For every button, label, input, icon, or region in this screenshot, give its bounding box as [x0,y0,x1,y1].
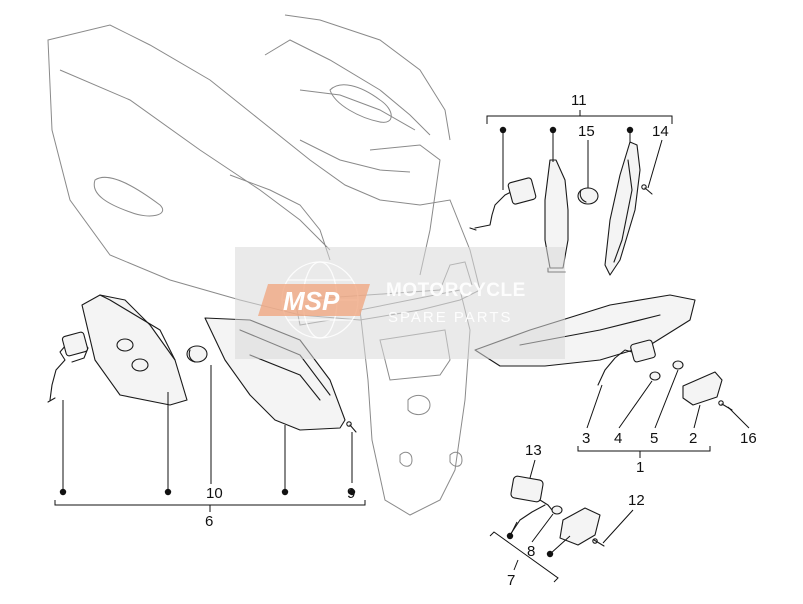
callout-7: 7 [507,572,515,589]
screw-9 [346,421,357,433]
rear-light-lens [604,141,641,276]
screw-14 [641,184,653,195]
callout-labels: 1 2 3 4 5 6 7 8 9 10 11 12 13 14 15 16 [205,92,757,589]
leader-dots [59,126,634,558]
rear-light-wiring [469,177,537,231]
callout-12: 12 [628,492,645,509]
leader-lines [54,110,750,583]
watermark-logo-text: MSP [283,286,340,316]
callout-3: 3 [582,430,590,447]
watermark: MSP MOTORCYCLE SPARE PARTS [235,247,565,359]
license-plate-light-bracket [81,294,188,406]
side-marker-socket [510,475,553,511]
turn-signal-lens [682,371,723,406]
screw-12 [592,538,605,547]
callout-14: 14 [652,123,669,140]
callout-2: 2 [689,430,697,447]
side-marker-lens [559,507,601,546]
bulb-4 [649,371,661,381]
msp-logo: MSP [258,284,370,316]
bulb-10 [186,345,208,363]
callout-5: 5 [650,430,658,447]
bulb-15 [577,187,599,205]
callout-8: 8 [527,543,535,560]
turn-signal-wiring [597,339,656,386]
callout-15: 15 [578,123,595,140]
watermark-subtitle: SPARE PARTS [388,309,513,326]
callout-1: 1 [636,459,644,476]
license-plate-light-wiring [47,331,89,403]
watermark-title: MOTORCYCLE [386,280,526,301]
side-marker-wire [509,504,546,536]
callout-13: 13 [525,442,542,459]
callout-6: 6 [205,513,213,530]
callout-4: 4 [614,430,622,447]
callout-10: 10 [206,485,223,502]
bulb-5 [672,360,684,370]
callout-16: 16 [740,430,757,447]
callout-9: 9 [347,485,355,502]
callout-11: 11 [571,92,587,109]
bulb-8 [551,505,563,515]
